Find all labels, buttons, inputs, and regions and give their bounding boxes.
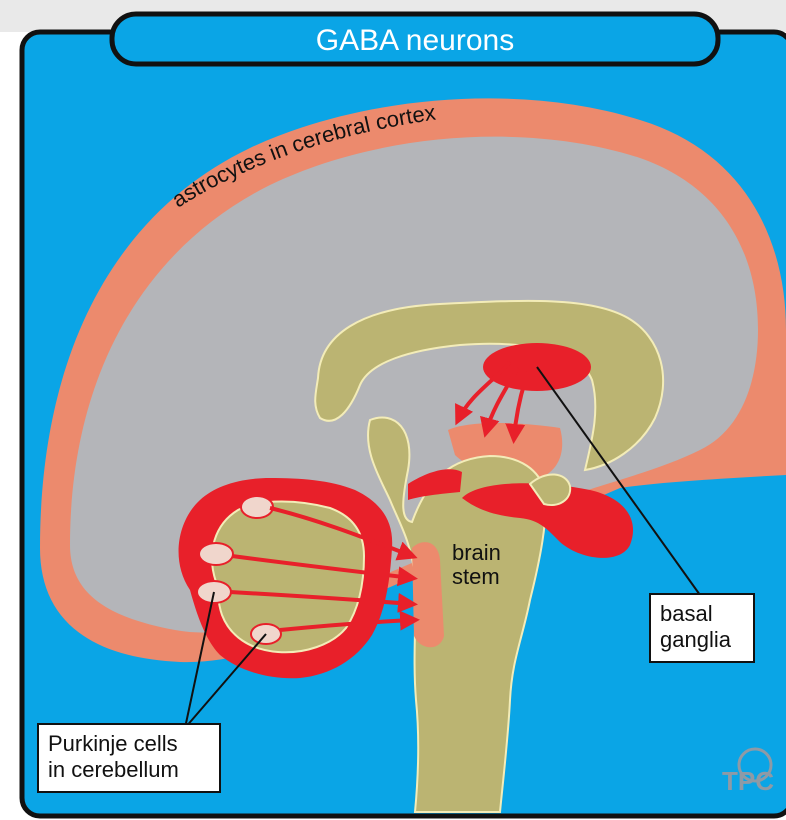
basal-ganglia-label-line1: basal: [660, 601, 713, 626]
purkinje-cell-2: [199, 543, 233, 565]
purkinje-cell-1: [241, 496, 273, 518]
brainstem-label-line1: brain: [452, 540, 501, 565]
diagram-title: GABA neurons: [316, 24, 514, 57]
basal-ganglia-label-line2: ganglia: [660, 627, 732, 652]
brainstem-label-line2: stem: [452, 564, 500, 589]
tpc-logo-text: TPC: [722, 766, 774, 796]
purkinje-label-line2: in cerebellum: [48, 757, 179, 782]
purkinje-label-line1: Purkinje cells: [48, 731, 178, 756]
brainstem-target: [412, 542, 444, 647]
